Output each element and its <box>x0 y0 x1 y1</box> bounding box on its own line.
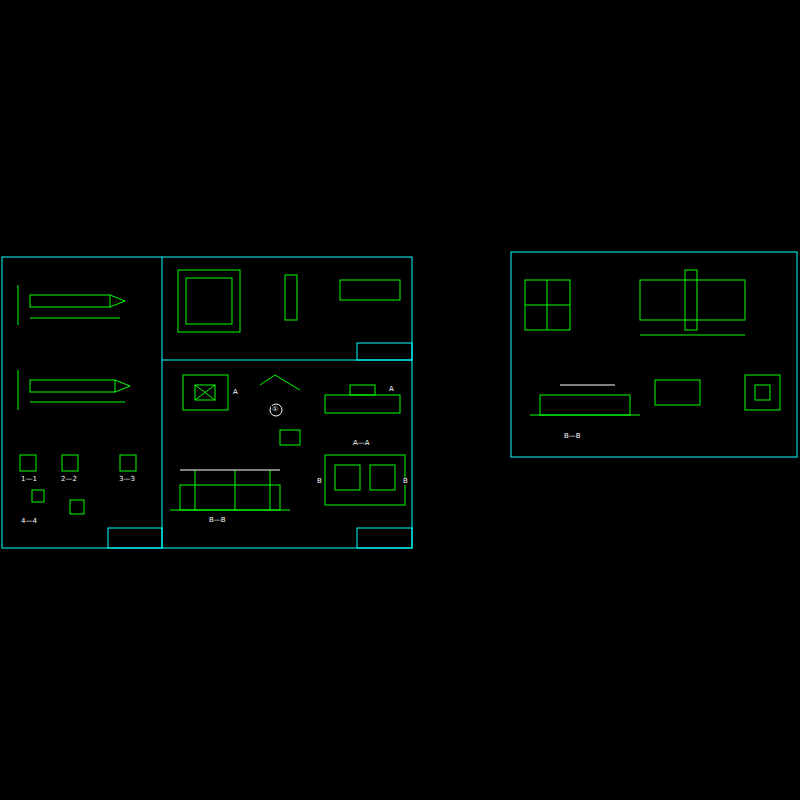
section-label: 1—1 <box>20 476 38 483</box>
section-label: 4—4 <box>20 518 38 525</box>
section-label: B—B <box>208 517 227 524</box>
section-label: B—B <box>563 433 582 440</box>
section-label: B <box>316 478 323 485</box>
section-label: A—A <box>352 440 371 447</box>
section-label: A <box>232 389 239 396</box>
section-label: A <box>388 386 395 393</box>
section-label: ① <box>271 406 279 413</box>
section-label: B <box>402 478 409 485</box>
section-label: 3—3 <box>118 476 136 483</box>
section-label: 2—2 <box>60 476 78 483</box>
